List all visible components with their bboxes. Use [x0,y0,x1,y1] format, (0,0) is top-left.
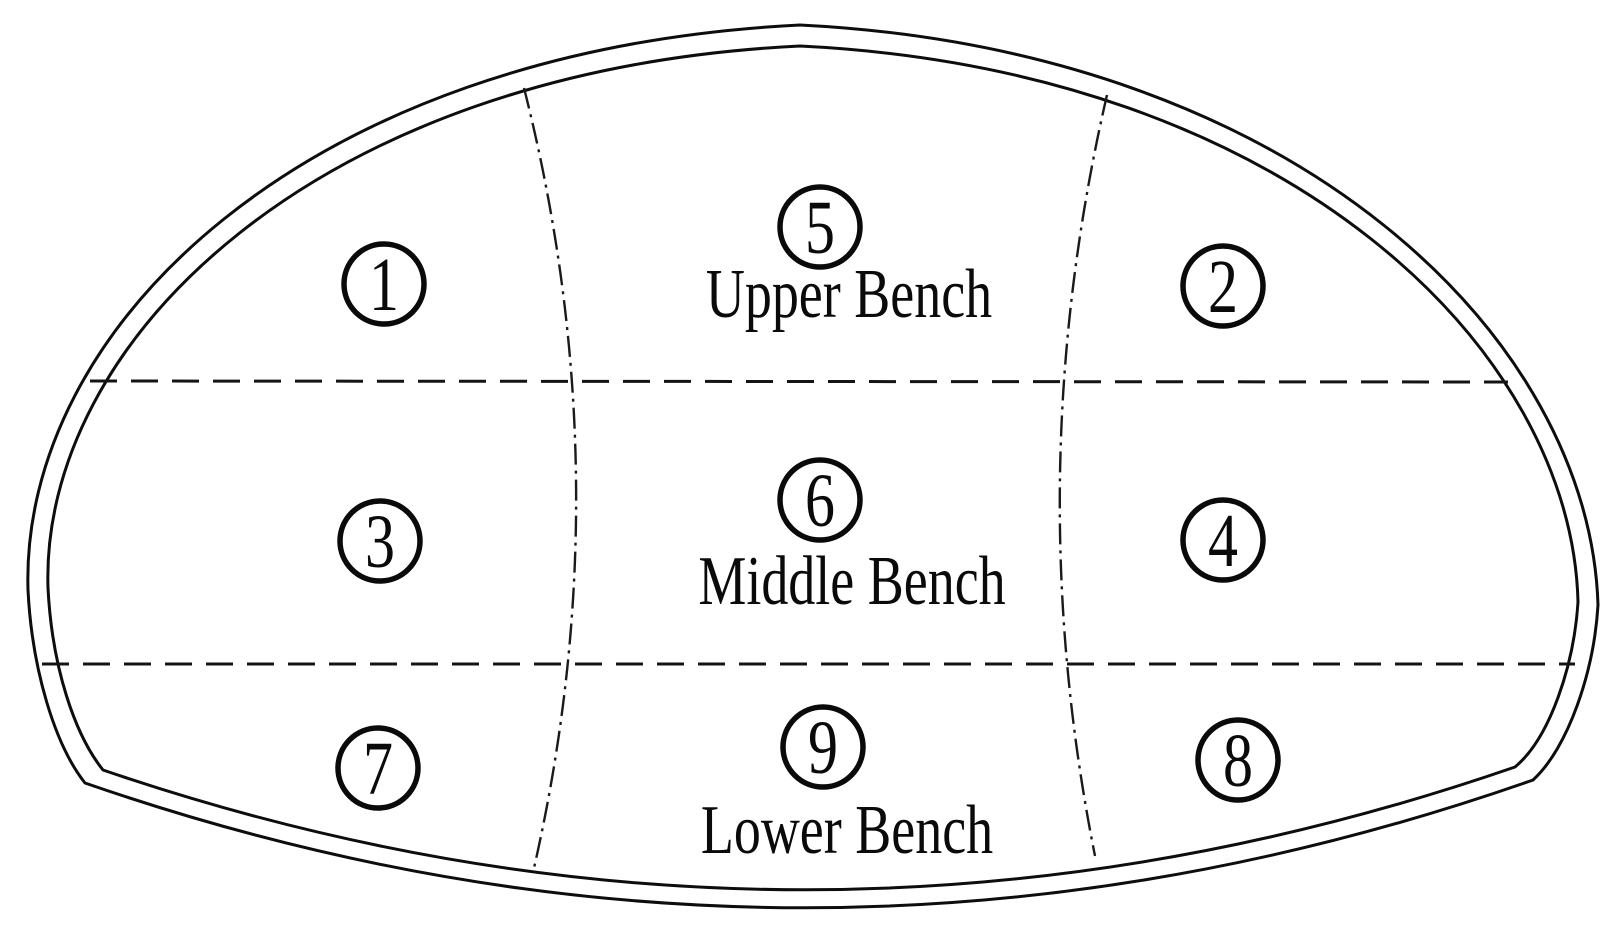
upper-bench-label: Upper Bench [706,254,992,332]
right-partition-line [1058,94,1109,857]
marker-circle [777,457,863,543]
marker-number: 7 [363,726,393,811]
marker-number: 4 [1208,498,1238,583]
marker-number: 6 [805,458,835,543]
upper-bench-boundary-line [89,379,1509,384]
excavation-marker-5: 5 [777,184,863,270]
marker-number: 1 [369,242,399,327]
marker-number: 2 [1208,244,1238,329]
marker-circle [335,725,421,811]
excavation-marker-8: 8 [1195,717,1281,803]
excavation-marker-1: 1 [341,241,427,327]
left-partition-line [522,87,578,869]
marker-circle [1195,717,1281,803]
marker-circle [780,704,866,790]
marker-number: 5 [805,185,835,270]
excavation-marker-6: 6 [777,457,863,543]
marker-number: 3 [365,499,395,584]
marker-circle [341,241,427,327]
marker-circle [1180,243,1266,329]
excavation-marker-3: 3 [337,498,423,584]
marker-number: 8 [1223,718,1253,803]
marker-circle [337,498,423,584]
marker-circle [1180,497,1266,583]
tunnel-inner-profile [46,44,1580,892]
lower-bench-label: Lower Bench [701,790,993,868]
middle-bench-label: Middle Bench [698,541,1005,619]
excavation-marker-2: 2 [1180,243,1266,329]
tunnel-outer-profile [26,23,1600,910]
excavation-marker-9: 9 [780,704,866,790]
excavation-marker-7: 7 [335,725,421,811]
excavation-marker-4: 4 [1180,497,1266,583]
marker-circle [777,184,863,270]
marker-number: 9 [808,705,838,790]
